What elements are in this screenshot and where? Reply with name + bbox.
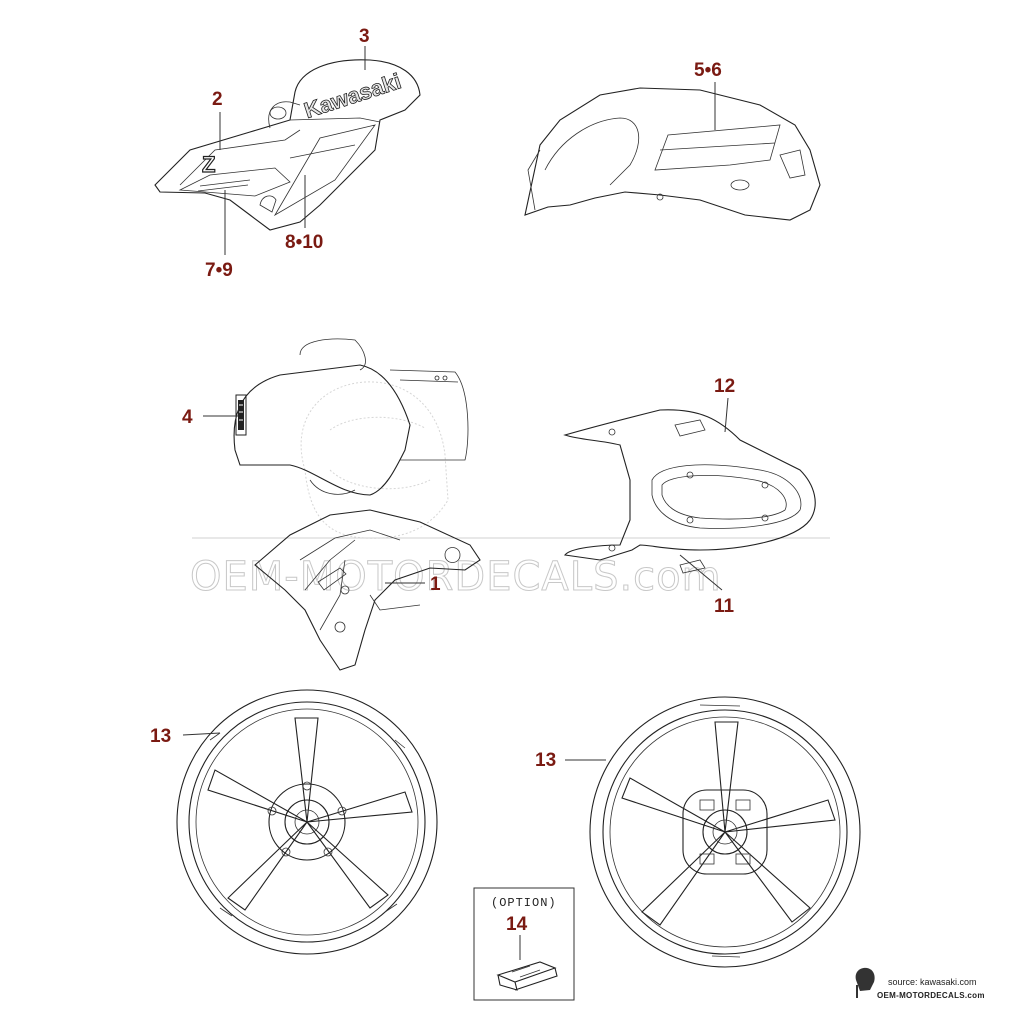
watermark-helmet-icon: [300, 381, 449, 539]
callout-13-front: 13: [150, 726, 171, 747]
tank-pad-decal: [496, 961, 558, 991]
front-number-decal: [235, 394, 247, 436]
callout-7-9: 7•9: [205, 260, 233, 281]
callout-12: 12: [714, 376, 735, 397]
credit-source: source: kawasaki.com: [888, 977, 977, 987]
credit-site: OEM-MOTORDECALS.com: [877, 991, 985, 1000]
credits: source: kawasaki.com OEM-MOTORDECALS.com: [855, 967, 985, 1000]
z-logo-decal: Z: [202, 152, 215, 177]
callouts: 2 3 5•6 7•9 8•10 4 1 12 11 13 13: [150, 26, 735, 771]
front-fender: [254, 509, 481, 671]
callout-13-rear: 13: [535, 750, 556, 771]
front-headlight-cover: [233, 338, 469, 496]
callout-4: 4: [182, 407, 193, 428]
callout-2: 2: [212, 89, 223, 110]
rear-wheel: [589, 696, 861, 968]
tank-side-cover: [524, 87, 821, 221]
callout-14: 14: [506, 914, 528, 935]
kawasaki-decal: Kawasaki: [301, 68, 404, 123]
front-wheel: [176, 689, 438, 955]
tail-cowl: [563, 409, 816, 574]
callout-5-6: 5•6: [694, 60, 722, 81]
watermark-text: OEM-MOTORDECALS.com: [190, 554, 722, 600]
callout-11: 11: [714, 596, 735, 617]
callout-1: 1: [430, 574, 441, 595]
callout-3: 3: [359, 26, 370, 47]
leader-lines: [182, 46, 729, 761]
option-box: (OPTION) 14: [473, 887, 575, 1001]
option-label: (OPTION): [491, 896, 557, 910]
callout-8-10: 8•10: [285, 232, 323, 253]
watermark: OEM-MOTORDECALS.com: [190, 381, 830, 601]
helmet-logo-icon: [855, 967, 875, 998]
fuel-tank-cover: Kawasaki Z: [154, 59, 421, 231]
